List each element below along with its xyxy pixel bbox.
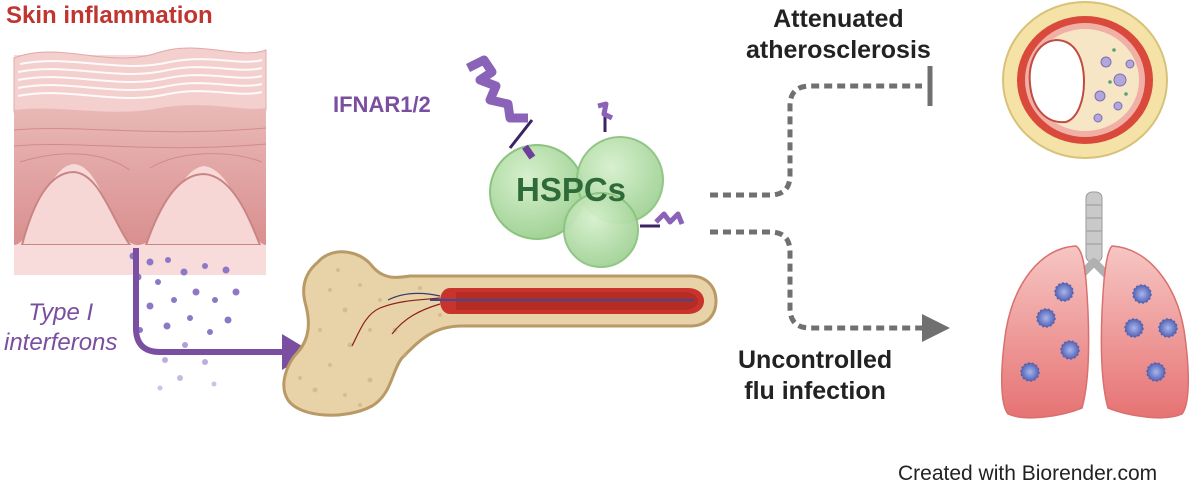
arrowhead	[922, 314, 950, 342]
attenuated-line1: Attenuated	[773, 5, 904, 33]
flu-promotion-arrow	[710, 229, 924, 331]
ifnar-receptor-icon	[465, 55, 685, 228]
bone-marrow-icon	[282, 250, 718, 417]
attenuated-line2: atherosclerosis	[746, 36, 931, 64]
ifnar-label: IFNAR1/2	[333, 92, 431, 117]
attenuated-atherosclerosis-label: Attenuated atherosclerosis	[746, 4, 931, 66]
lungs-icon	[1001, 191, 1189, 419]
type-i-line1: Type I	[28, 299, 94, 326]
type-i-line2: interferons	[4, 329, 118, 356]
type-i-interferons-label: Type I interferons	[4, 298, 117, 358]
influenza-virus-icon	[1020, 282, 1178, 382]
artery-cross-section-icon	[1002, 1, 1168, 159]
uncontrolled-line2: flu infection	[744, 377, 886, 405]
uncontrolled-flu-label: Uncontrolled flu infection	[738, 345, 892, 407]
hspc-cells-icon	[489, 136, 664, 268]
skin-inflammation-label: Skin inflammation	[6, 2, 213, 29]
hspcs-label: HSPCs	[516, 171, 627, 208]
biorender-credit: Created with Biorender.com	[898, 462, 1158, 485]
uncontrolled-line1: Uncontrolled	[738, 346, 893, 374]
skin-tissue-icon	[13, 47, 267, 275]
atherosclerosis-inhibition-arrow	[710, 83, 922, 198]
